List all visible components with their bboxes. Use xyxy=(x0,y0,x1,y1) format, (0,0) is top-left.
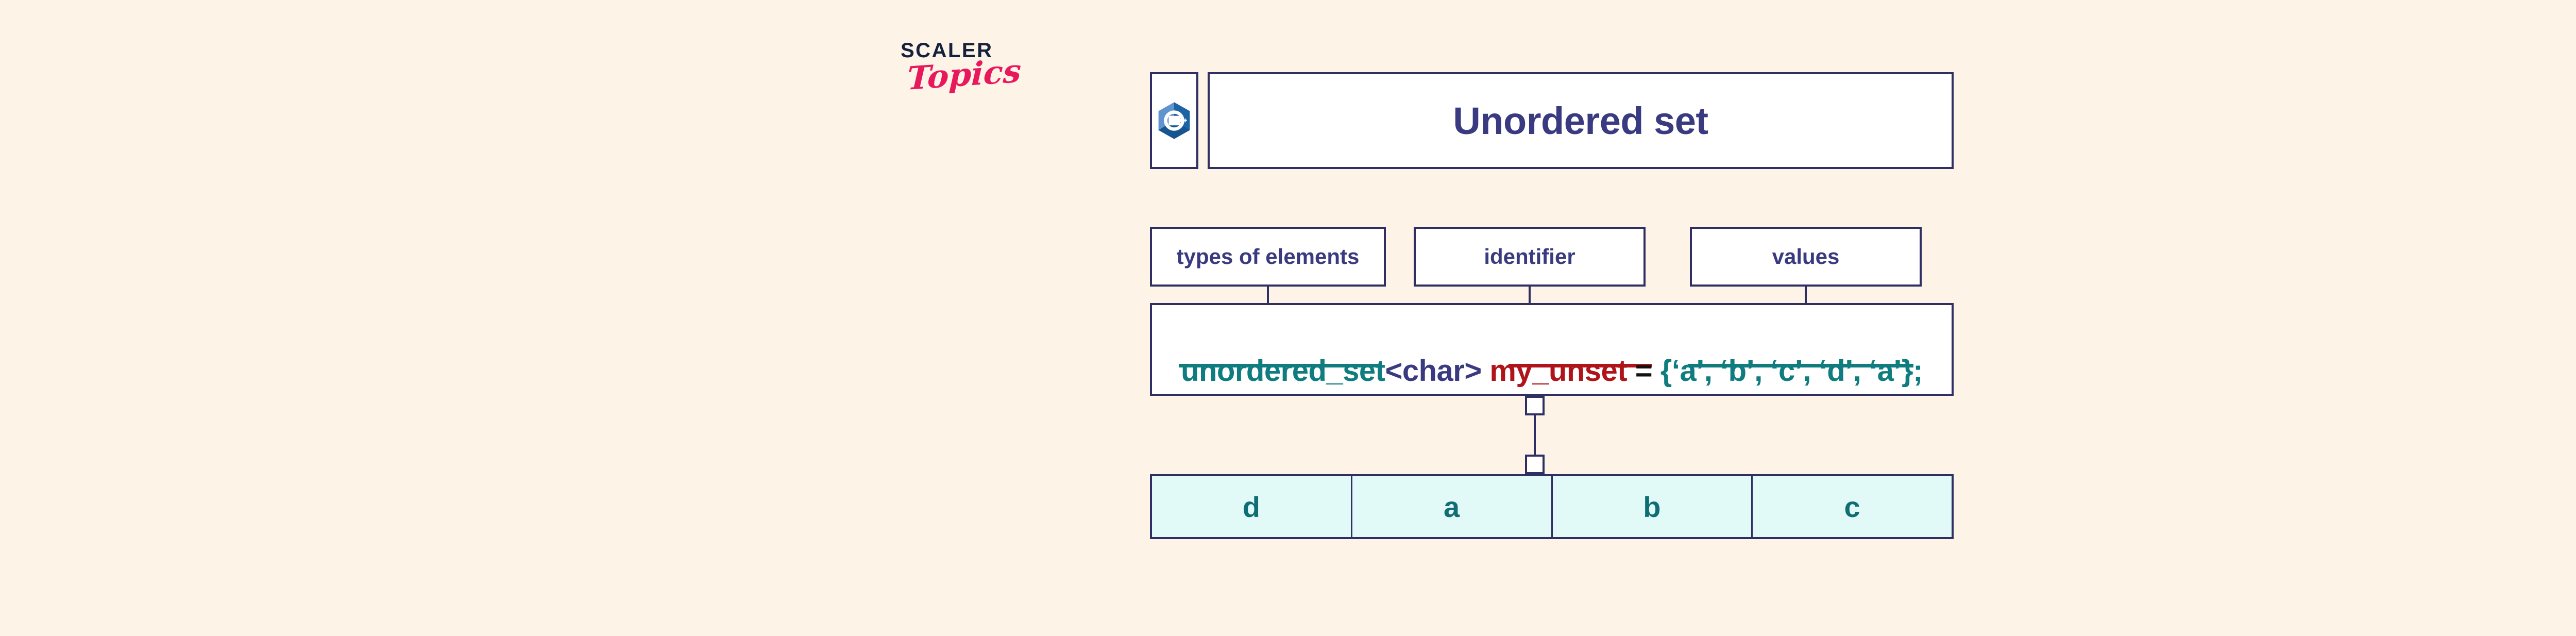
cpp-logo-box xyxy=(1150,72,1198,169)
result-link-node-bottom xyxy=(1525,455,1545,474)
label-text: identifier xyxy=(1484,244,1575,269)
result-cell: b xyxy=(1552,476,1753,537)
label-text: values xyxy=(1772,244,1840,269)
code-space-3 xyxy=(1652,354,1660,388)
code-token-template: <char> xyxy=(1385,354,1482,388)
unordered-set-diagram: Unordered set types of elements identifi… xyxy=(1150,72,1954,562)
code-token-operator: = xyxy=(1635,354,1653,388)
result-cell-value: b xyxy=(1643,490,1661,523)
result-cell-value: d xyxy=(1242,490,1260,523)
underline-identifier xyxy=(1509,364,1652,367)
cpp-logo-icon xyxy=(1158,102,1190,139)
label-box-identifier: identifier xyxy=(1414,227,1646,287)
code-token-identifier: my_unset xyxy=(1489,354,1628,388)
diagram-header: Unordered set xyxy=(1150,72,1954,169)
brand-name-scaler: SCALER xyxy=(901,39,993,62)
label-box-values: values xyxy=(1690,227,1922,287)
code-space-1 xyxy=(1482,354,1490,388)
scaler-topics-logo: SCALER Topics xyxy=(901,40,1035,143)
label-box-types-of-elements: types of elements xyxy=(1150,227,1386,287)
result-cell-value: a xyxy=(1444,490,1460,523)
result-link-line xyxy=(1534,396,1536,474)
brand-name-topics: Topics xyxy=(906,52,1022,97)
code-token-type: unordered_set xyxy=(1181,354,1385,388)
page-title: Unordered set xyxy=(1453,99,1708,142)
result-cells-row: d a b c xyxy=(1150,474,1954,539)
result-cell-value: c xyxy=(1844,490,1860,523)
result-link-node-top xyxy=(1525,396,1545,415)
code-declaration-box: unordered_set<char> my_unset = {‘a’, ‘b’… xyxy=(1150,303,1954,396)
result-cell: c xyxy=(1753,476,1952,537)
code-token-values: {‘a’, ‘b’, ‘c’, ‘d’, ‘a’}; xyxy=(1660,354,1923,388)
result-cell: a xyxy=(1352,476,1553,537)
underline-values xyxy=(1688,364,1913,367)
code-line: unordered_set<char> my_unset = {‘a’, ‘b’… xyxy=(1152,354,1952,388)
label-text: types of elements xyxy=(1176,244,1360,269)
result-cell: d xyxy=(1152,476,1352,537)
diagram-title-box: Unordered set xyxy=(1208,72,1954,169)
underline-type xyxy=(1179,364,1379,367)
code-space-2 xyxy=(1627,354,1635,388)
